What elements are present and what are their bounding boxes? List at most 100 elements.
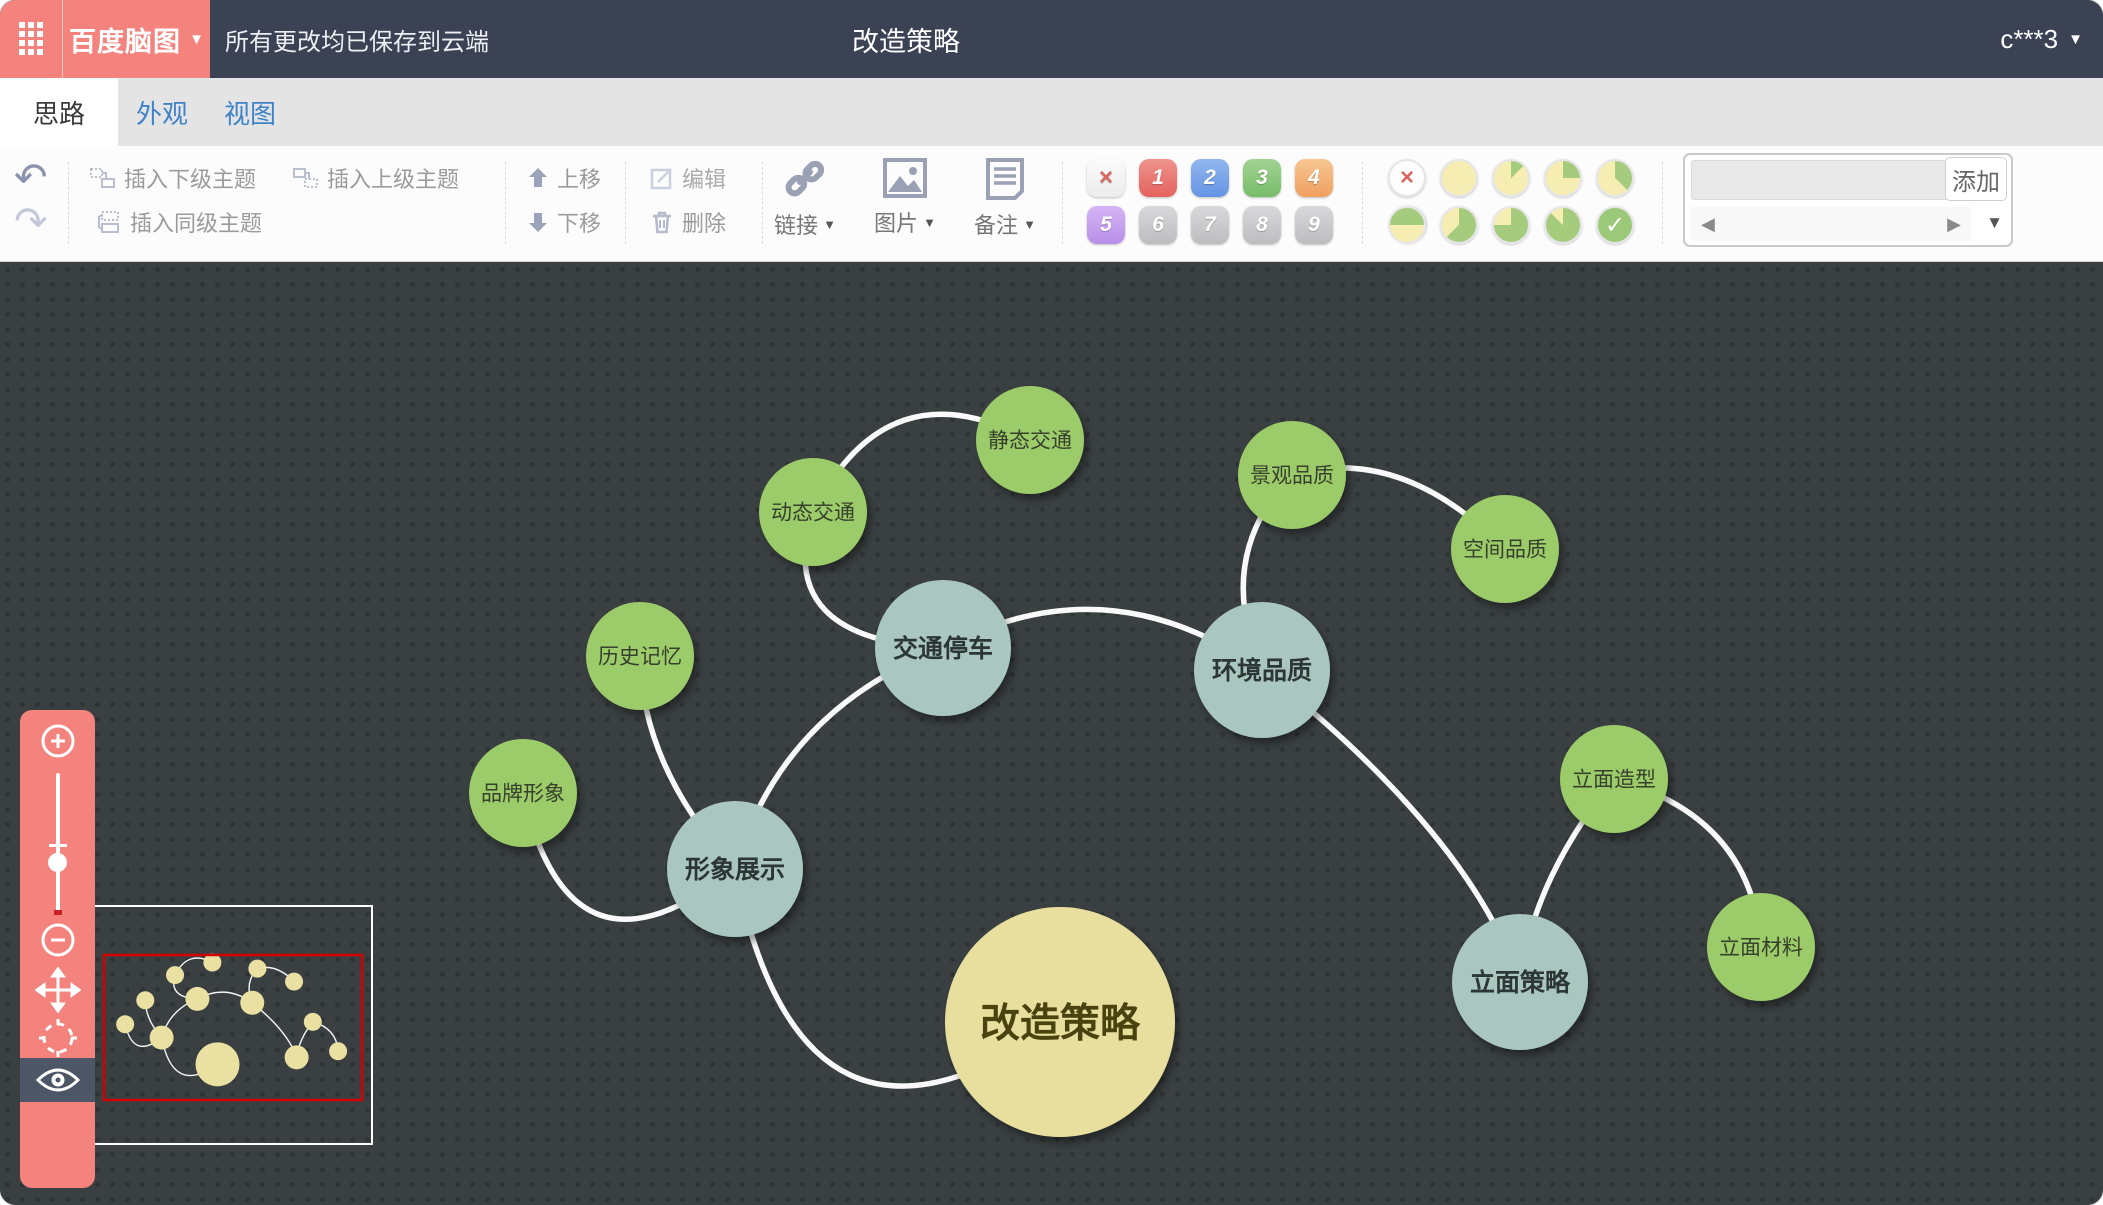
node-kongjian[interactable] [1451,495,1559,603]
zoom-slider-thumb[interactable] [48,853,67,872]
app-logo-text: 百度脑图 [69,26,182,57]
node-limian-celue[interactable] [1452,914,1588,1050]
progress-1of8-button[interactable] [1492,159,1530,197]
node-label-huanjing: 环境品质 [1212,656,1312,685]
tag-dropdown-icon[interactable]: ▼ [1986,213,2003,232]
undo-button[interactable]: ↶ [14,156,48,200]
node-pinpai[interactable] [469,739,577,847]
edit-icon [650,166,674,190]
image-button[interactable]: 图片▼ [869,158,941,250]
mini-node-jingguan[interactable] [248,959,267,978]
node-jingguan[interactable] [1238,421,1346,529]
tab-view[interactable]: 视图 [223,98,276,129]
note-button[interactable]: 备注▼ [969,158,1041,250]
link-button[interactable]: 链接▼ [769,158,841,250]
mini-node-huanjing[interactable] [240,990,265,1015]
progress-remove-button[interactable]: × [1388,159,1426,197]
priority-5-button[interactable]: 5 [1087,206,1125,244]
mini-node-root[interactable] [195,1042,240,1087]
progress-6of8-button[interactable] [1492,206,1530,244]
node-lishi[interactable] [586,602,694,710]
minimap[interactable] [90,905,373,1145]
priority-3-button[interactable]: 3 [1243,159,1281,197]
zoom-slider-track[interactable] [56,773,60,913]
zoom-out-button[interactable] [20,921,95,959]
node-huanjing[interactable] [1194,602,1330,738]
mini-node-pinpai[interactable] [116,1015,135,1034]
progress-complete-button[interactable]: ✓ [1596,206,1634,244]
move-up-button[interactable]: 上移 [527,160,601,196]
insert-parent-topic-button[interactable]: 插入上级主题 [293,160,459,196]
priority-8-button[interactable]: 8 [1243,206,1281,244]
node-jiaotong[interactable] [875,580,1011,716]
priority-4-button[interactable]: 4 [1295,159,1333,197]
minimap-viewport[interactable] [102,953,364,1102]
node-label-kongjian: 空间品质 [1463,539,1547,562]
node-limian-zaoxing[interactable] [1560,725,1668,833]
mini-node-lishi[interactable] [136,991,155,1010]
mini-node-kongjian[interactable] [285,972,304,991]
locate-center-button[interactable] [20,1018,95,1058]
delete-button[interactable]: 删除 [650,204,726,240]
progress-3of8-button[interactable] [1596,159,1634,197]
node-root[interactable] [945,907,1175,1137]
redo-button[interactable]: ↷ [14,200,48,244]
node-limian-cailiao[interactable] [1707,893,1815,1001]
crosshair-icon [38,1019,77,1057]
toggle-minimap-button[interactable] [20,1058,95,1102]
priority-7-button[interactable]: 7 [1191,206,1229,244]
tab-appearance[interactable]: 外观 [135,98,188,129]
tag-input[interactable] [1691,160,1949,200]
progress-7of8-button[interactable] [1544,206,1582,244]
chevron-down-icon: ▼ [923,214,936,230]
pan-tool-button[interactable] [20,967,95,1013]
progress-4of8-button[interactable] [1388,206,1426,244]
edit-button[interactable]: 编辑 [650,160,726,196]
redo-icon: ↷ [14,200,48,244]
mindmap-canvas[interactable]: 改造策略形象展示品牌形象历史记忆交通停车动态交通静态交通环境品质景观品质空间品质… [0,262,2103,1205]
zoom-in-button[interactable] [20,722,95,760]
priority-9-button[interactable]: 9 [1295,206,1333,244]
insert-sibling-topic-button[interactable]: 插入同级主题 [98,204,262,240]
progress-2of8-button[interactable] [1544,159,1582,197]
priority-2-button[interactable]: 2 [1191,159,1229,197]
mini-node-limian-cailiao[interactable] [329,1042,348,1061]
undo-icon: ↶ [14,156,48,200]
node-label-jiaotong: 交通停车 [893,634,993,663]
tag-widget: 添加 ◀ ▶ ▼ [1683,153,2013,247]
mini-node-xingxiang[interactable] [149,1025,174,1050]
minimap-content [116,953,348,1087]
mini-node-jingtai[interactable] [203,953,222,972]
minimap-svg [102,953,364,1102]
logo-menu[interactable]: 百度脑图 ▼ [62,0,210,78]
insert-child-topic-button[interactable]: 插入下级主题 [90,160,256,196]
node-jingtai[interactable] [976,386,1084,494]
mini-node-limian-celue[interactable] [284,1045,309,1070]
progress-5of8-button[interactable] [1440,206,1478,244]
insert-child-icon [90,168,116,188]
user-menu[interactable]: c***3 ▼ [2000,0,2083,78]
move-down-button[interactable]: 下移 [527,204,601,240]
mini-node-limian-zaoxing[interactable] [303,1012,322,1031]
priority-6-button[interactable]: 6 [1139,206,1177,244]
arrow-up-icon [527,167,549,189]
node-label-limian-celue: 立面策略 [1470,968,1571,997]
progress-0of8-button[interactable] [1440,159,1478,197]
apps-menu-button[interactable] [0,0,62,78]
document-title[interactable]: 改造策略 [852,26,960,57]
node-label-jingguan: 景观品质 [1250,465,1334,488]
priority-1-button[interactable]: 1 [1139,159,1177,197]
add-tag-button[interactable]: 添加 [1945,157,2007,201]
topbar: 百度脑图 ▼ 所有更改均已保存到云端 改造策略 c***3 ▼ [0,0,2103,78]
node-dongtai[interactable] [759,458,867,566]
mini-node-jiaotong[interactable] [185,986,210,1011]
mini-node-dongtai[interactable] [166,966,185,985]
node-label-xingxiang: 形象展示 [685,856,785,884]
priority-remove-button[interactable]: × [1087,159,1125,197]
tab-idea[interactable]: 思路 [0,78,118,146]
mindmap-svg: 改造策略形象展示品牌形象历史记忆交通停车动态交通静态交通环境品质景观品质空间品质… [469,386,1815,1137]
node-xingxiang[interactable] [667,801,803,937]
pager-left-icon[interactable]: ◀ [1701,213,1715,234]
pager-right-icon[interactable]: ▶ [1947,213,1961,234]
trash-icon [650,210,674,234]
